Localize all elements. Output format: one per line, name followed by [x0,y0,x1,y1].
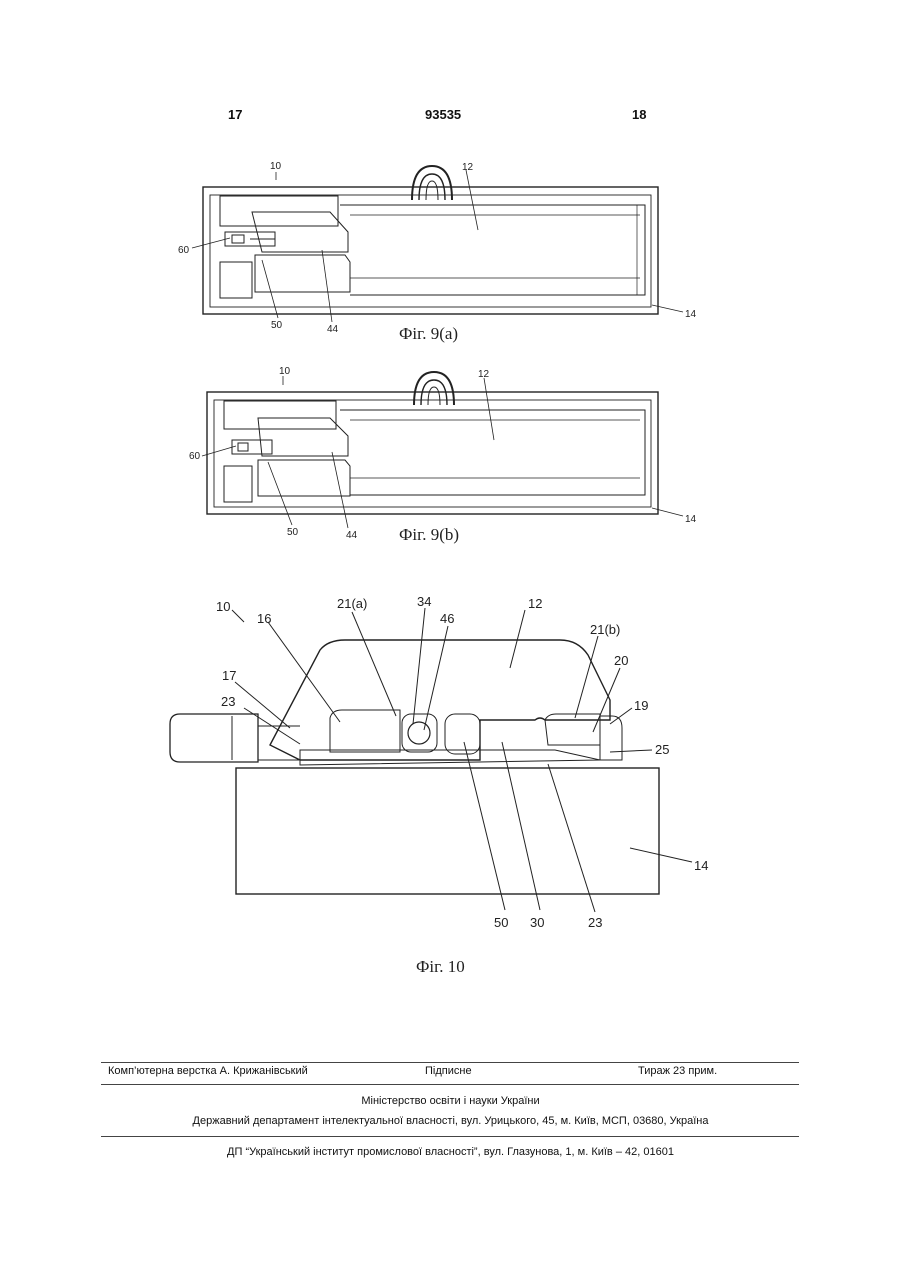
fig10-label-34: 34 [417,594,431,609]
footer-rule-top [101,1062,799,1063]
fig9b-caption: Фіг. 9(b) [399,525,459,544]
fig10-label-50: 50 [494,915,508,930]
footer-circulation: Тираж 23 прим. [638,1065,717,1077]
fig10-label-14: 14 [694,858,708,873]
fig9a-label-44: 44 [327,324,339,335]
fig10-label-30: 30 [530,915,544,930]
fig10-label-25: 25 [655,742,669,757]
figure-9a: 10 12 60 50 44 14 Фіг. 9(a) [0,150,901,350]
footer-signed: Підписне [425,1065,472,1077]
fig10-label-21a: 21(a) [337,596,367,611]
fig9a-label-50: 50 [271,320,283,331]
fig10-label-17: 17 [222,668,236,683]
fig10-label-23-bottom: 23 [588,915,602,930]
fig9b-label-44: 44 [346,530,358,541]
fig10-label-46: 46 [440,611,454,626]
figure-10: 10 16 21(a) 34 46 12 21(b) 20 17 23 19 2… [0,585,901,980]
fig9a-label-10: 10 [270,161,282,172]
footer-department: Державний департамент інтелектуальної вл… [0,1115,901,1127]
fig9b-label-50: 50 [287,527,299,538]
fig9a-label-60: 60 [178,245,190,256]
fig10-label-20: 20 [614,653,628,668]
page-number-right: 18 [632,107,646,122]
fig9b-label-10: 10 [279,366,291,377]
fig9b-label-14: 14 [685,514,697,525]
footer-ministry: Міністерство освіти і науки України [0,1095,901,1107]
patent-number: 93535 [425,107,461,122]
fig9b-label-60: 60 [189,451,201,462]
footer-institute: ДП “Український інститут промислової вла… [0,1146,901,1158]
page-number-left: 17 [228,107,242,122]
fig9a-drawing [192,166,683,322]
fig10-label-21b: 21(b) [590,622,620,637]
figure-9b: 10 12 60 50 44 14 Фіг. 9(b) [0,355,901,550]
footer-rule-bottom [101,1136,799,1137]
footer-typesetting: Комп’ютерна верстка А. Крижанівський [108,1065,308,1077]
fig9a-label-12: 12 [462,162,474,173]
fig10-label-23-top: 23 [221,694,235,709]
fig10-label-16: 16 [257,611,271,626]
fig10-label-19: 19 [634,698,648,713]
fig9b-drawing [202,372,683,528]
fig10-label-12: 12 [528,596,542,611]
fig10-label-10: 10 [216,599,230,614]
fig9a-caption: Фіг. 9(a) [399,324,458,343]
footer-rule-middle [101,1084,799,1085]
fig9b-label-12: 12 [478,369,490,380]
fig10-caption: Фіг. 10 [416,957,465,976]
fig9a-label-14: 14 [685,309,697,320]
